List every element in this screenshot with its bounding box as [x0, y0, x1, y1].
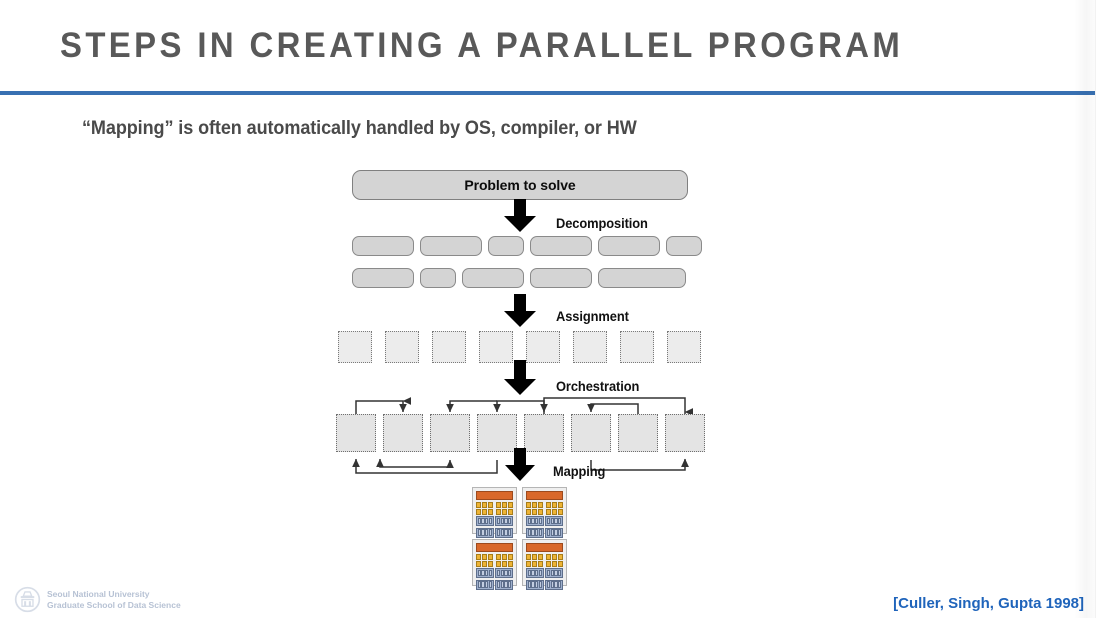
stage-label-orchestration: Orchestration	[556, 378, 640, 394]
assignment-box	[385, 331, 419, 363]
processor-chip-icon	[472, 539, 517, 590]
page-title: STEPS IN CREATING A PARALLEL PROGRAM	[60, 26, 904, 65]
orchestration-box	[618, 414, 658, 452]
orchestration-box	[430, 414, 470, 452]
task-box	[352, 268, 414, 288]
footer-org-line1: Seoul National University	[47, 588, 150, 599]
orchestration-box	[477, 414, 517, 452]
subtitle-text: “Mapping” is often automatically handled…	[82, 118, 637, 139]
task-box	[352, 236, 414, 256]
footer-logo: Seoul National University Graduate Schoo…	[14, 586, 181, 613]
decomposition-arrow-icon	[504, 199, 536, 232]
assignment-box	[526, 331, 560, 363]
footer-org-line2: Graduate School of Data Science	[47, 599, 181, 610]
assignment-box	[338, 331, 372, 363]
assignment-box	[479, 331, 513, 363]
task-box	[598, 268, 686, 288]
assignment-box	[573, 331, 607, 363]
task-box	[462, 268, 524, 288]
mapping-arrow-icon	[505, 448, 535, 481]
task-box	[420, 268, 456, 288]
task-box	[530, 268, 592, 288]
problem-to-solve-box: Problem to solve	[352, 170, 688, 200]
assignment-arrow-icon	[504, 294, 536, 327]
orchestration-box	[571, 414, 611, 452]
orchestration-box	[383, 414, 423, 452]
orchestration-box	[665, 414, 705, 452]
assignment-box	[620, 331, 654, 363]
snu-emblem-icon	[14, 586, 41, 613]
task-box	[530, 236, 592, 256]
problem-to-solve-label: Problem to solve	[464, 177, 576, 193]
task-box	[488, 236, 524, 256]
stage-label-mapping: Mapping	[553, 463, 606, 479]
processor-chip-icon	[522, 539, 567, 590]
orchestration-box	[524, 414, 564, 452]
stage-label-assignment: Assignment	[556, 308, 629, 324]
task-box	[420, 236, 482, 256]
stage-label-decomposition: Decomposition	[556, 215, 648, 231]
orchestration-box	[336, 414, 376, 452]
assignment-box	[667, 331, 701, 363]
task-box	[598, 236, 660, 256]
title-divider	[0, 91, 1096, 95]
processor-chip-icon	[522, 487, 567, 538]
citation-text: [Culler, Singh, Gupta 1998]	[893, 595, 1084, 612]
processor-chip-icon	[472, 487, 517, 538]
orchestration-arrow-icon	[504, 360, 536, 395]
footer-org-text: Seoul National University Graduate Schoo…	[47, 589, 181, 611]
task-box	[666, 236, 702, 256]
assignment-box	[432, 331, 466, 363]
